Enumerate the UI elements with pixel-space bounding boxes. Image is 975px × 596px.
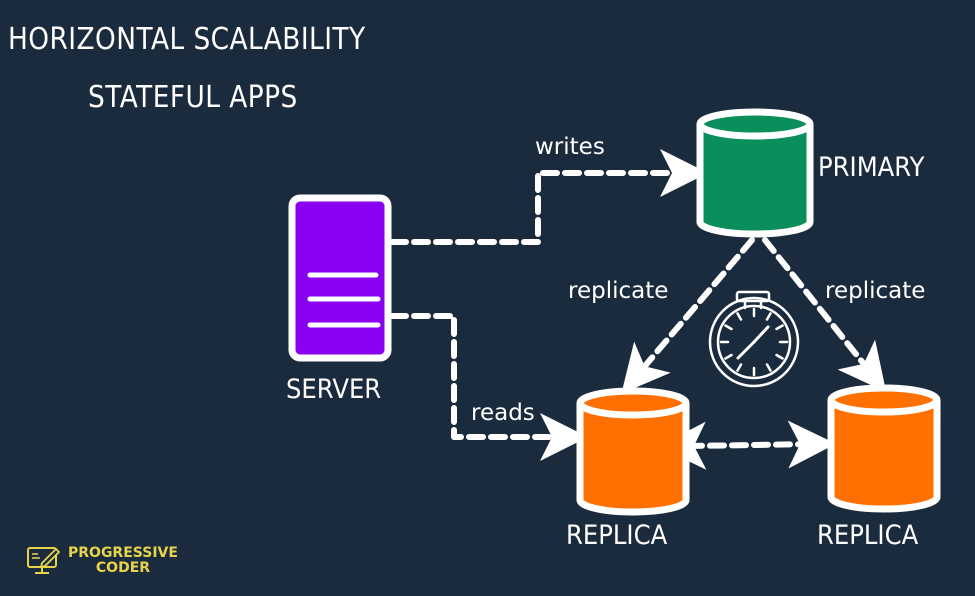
server-label: SERVER (286, 374, 382, 405)
replicate-right-label: replicate (825, 278, 926, 304)
server-lines-icon (307, 272, 381, 328)
stopwatch-tick (724, 324, 733, 331)
stopwatch-tick (724, 353, 733, 360)
stopwatch-icon (708, 290, 800, 388)
server-body (288, 194, 392, 362)
replica-database-2 (827, 384, 941, 513)
primary-database (696, 108, 814, 238)
stopwatch-tick (775, 353, 784, 360)
reads-label: reads (471, 400, 535, 426)
stopwatch-tick (775, 324, 784, 331)
edge-replicate-right (762, 237, 887, 393)
stopwatch-tick (736, 312, 743, 321)
replicate-left-label: replicate (568, 278, 669, 304)
title-line-2: STATEFUL APPS (88, 80, 298, 115)
stopwatch-tick (736, 363, 743, 372)
logo: PROGRESSIVE CODER (26, 545, 178, 577)
edge-replica-sync (658, 420, 836, 470)
edge-reads (389, 313, 588, 461)
logo-line-2: CODER (95, 560, 151, 576)
edge-replicate-left (621, 237, 755, 394)
server-node (288, 194, 392, 362)
writes-label: writes (535, 134, 605, 160)
monitor-pencil-icon (27, 547, 61, 574)
replica-1-label: REPLICA (566, 520, 668, 551)
stopwatch-tick (765, 363, 772, 372)
primary-label: PRIMARY (818, 152, 925, 183)
title-line-1: HORIZONTAL SCALABILITY (8, 22, 366, 57)
edge-writes (389, 149, 708, 245)
logo-line-1: PROGRESSIVE (68, 545, 178, 561)
stopwatch-tick (765, 312, 772, 321)
replica-database-1 (576, 387, 690, 516)
replica-2-label: REPLICA (817, 520, 919, 551)
